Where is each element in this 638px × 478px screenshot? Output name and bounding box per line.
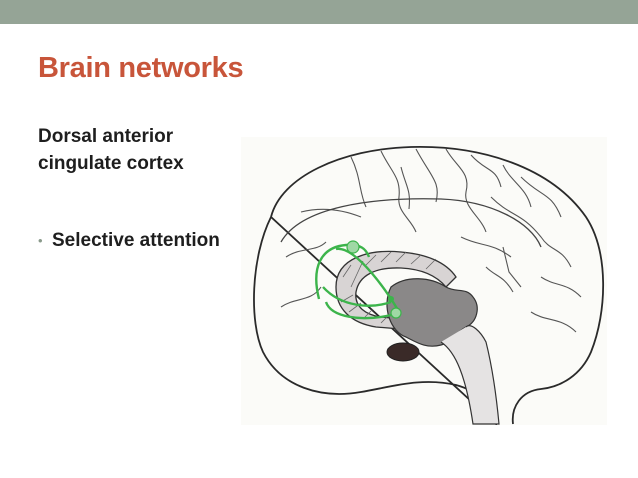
cingulate-arc <box>280 198 542 248</box>
corpus-callosum <box>335 250 457 330</box>
top-banner <box>0 0 638 24</box>
bullet-list: • Selective attention <box>38 227 238 254</box>
brain-outline <box>253 146 605 425</box>
dark-nucleus <box>386 342 420 362</box>
brain-sketch-image <box>241 137 607 425</box>
highlighted-pathway <box>315 243 401 320</box>
bullet-text: Selective attention <box>52 230 220 251</box>
bullet-dot-icon: • <box>38 233 43 248</box>
slide-subtitle: Dorsal anterior cingulate cortex <box>38 126 184 174</box>
brainstem <box>440 325 500 425</box>
thalamus <box>386 278 478 347</box>
brain-drawing <box>253 146 605 425</box>
slide-title: Brain networks <box>38 52 244 84</box>
bullet-item: • Selective attention <box>38 227 238 254</box>
